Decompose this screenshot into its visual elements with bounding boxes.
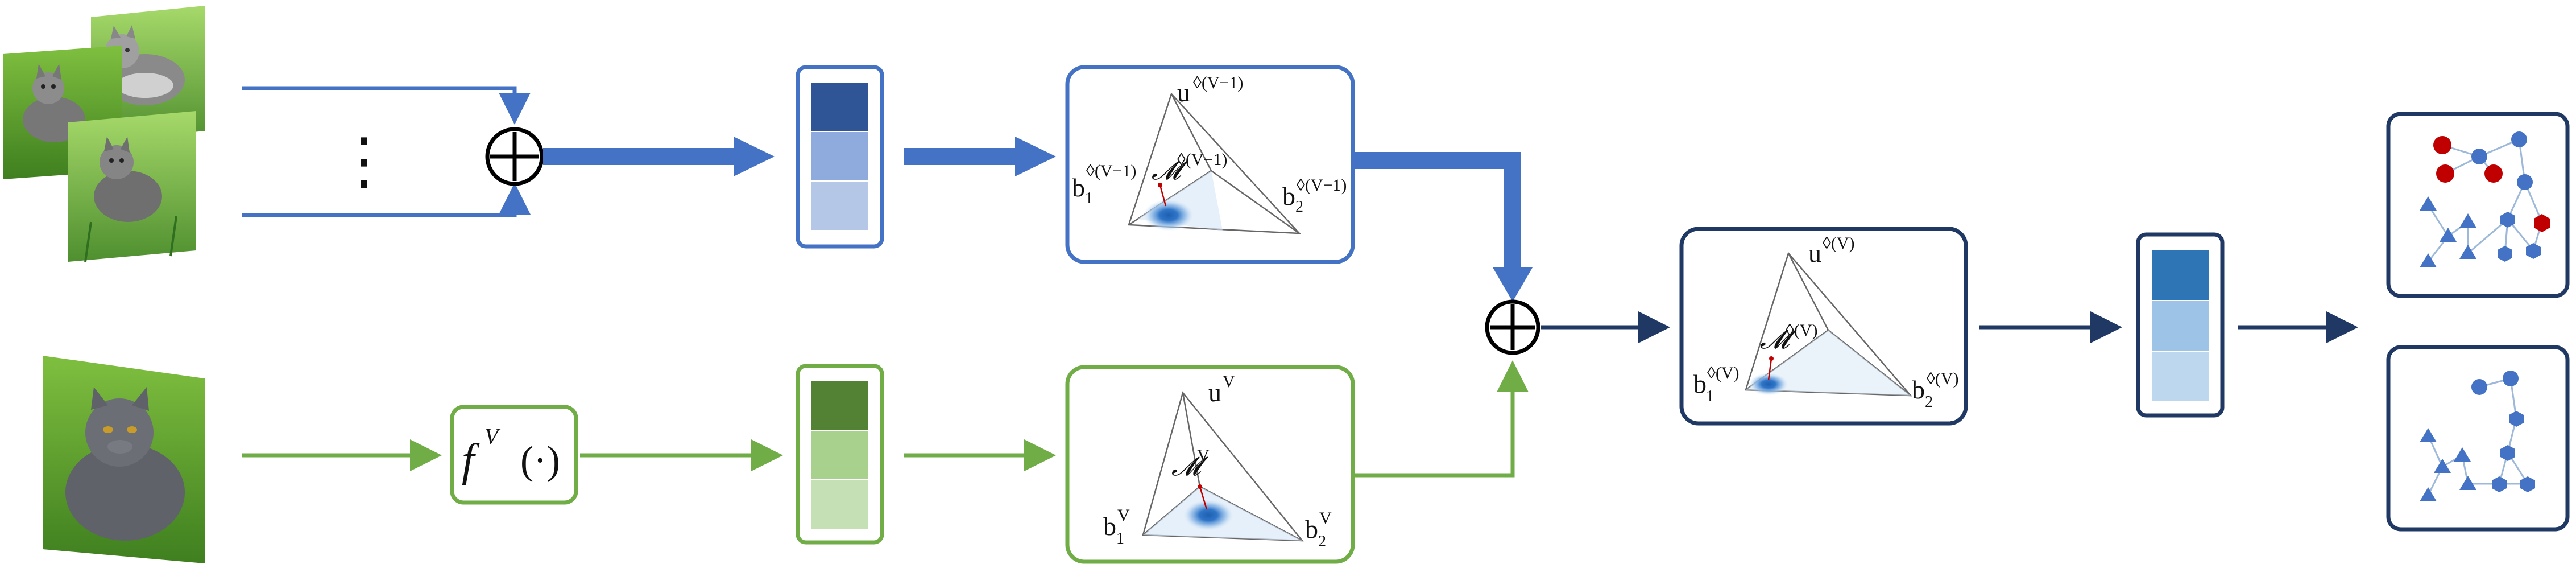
top-arrow-to-fusion — [1353, 152, 1521, 267]
bottom-left-label: b — [1103, 512, 1116, 541]
cat-image-front — [68, 111, 196, 262]
top-simplex-panel: u ◊(V−1) b 1 ◊(V−1) b 2 ◊(V−1) 𝓜 ◊(V−1) — [1065, 65, 1355, 264]
fused-vector-cell-1 — [2152, 250, 2209, 300]
multi-view-image-stack — [3, 6, 205, 262]
function-argument: (·) — [520, 439, 560, 483]
fused-feature-vector — [2136, 232, 2225, 418]
top-right-label: b — [1282, 182, 1295, 211]
output-graph-top — [2386, 112, 2570, 298]
fused-vector-cell-3 — [2152, 352, 2209, 401]
top-sum-operator — [485, 127, 544, 186]
fused-right-sup: ◊(V) — [1927, 369, 1958, 388]
function-superscript: V — [484, 423, 501, 449]
function-box: f V (·) — [450, 405, 578, 505]
bottom-left-sub: 1 — [1116, 530, 1124, 548]
top-vector-cell-3 — [811, 182, 868, 230]
fused-center-sup: ◊(V) — [1786, 321, 1817, 340]
fused-right-label: b — [1912, 375, 1925, 404]
fused-right-sub: 2 — [1925, 393, 1933, 411]
output-graph-bottom — [2386, 345, 2570, 532]
fused-simplex-panel: u ◊(V) b 1 ◊(V) b 2 ◊(V) 𝓜 ◊(V) — [1679, 227, 1968, 426]
bottom-left-sup: V — [1117, 506, 1130, 525]
bottom-right-label: b — [1305, 515, 1318, 544]
top-center-sup: ◊(V−1) — [1177, 150, 1227, 169]
fused-apex-sup: ◊(V) — [1823, 234, 1854, 253]
single-view-image — [43, 356, 205, 563]
top-apex-label: u — [1177, 78, 1190, 107]
top-apex-sup: ◊(V−1) — [1193, 73, 1243, 92]
bottom-apex-sup: V — [1223, 372, 1235, 391]
top-vector-cell-1 — [811, 83, 868, 131]
fused-left-sub: 1 — [1706, 388, 1714, 405]
bottom-apex-label: u — [1208, 378, 1221, 407]
fused-vector-cell-2 — [2152, 301, 2209, 351]
bottom-vector-cell-3 — [811, 480, 868, 529]
fused-apex-label: u — [1808, 238, 1821, 267]
bottom-center-sup: V — [1197, 446, 1210, 465]
fused-left-sup: ◊(V) — [1707, 364, 1739, 382]
top-vector-cell-2 — [811, 132, 868, 180]
top-left-label: b — [1072, 173, 1085, 202]
top-input-line-lower — [242, 183, 531, 217]
bottom-simplex-panel: u V b 1 V b 2 V 𝓜 V — [1065, 365, 1355, 564]
vertical-ellipsis: ⋮ — [333, 124, 395, 197]
bottom-arrow-to-fusion — [1353, 360, 1529, 478]
top-left-sub: 1 — [1085, 190, 1093, 207]
fusion-sum-operator — [1485, 299, 1540, 355]
bottom-right-sup: V — [1319, 509, 1332, 528]
bottom-branch: f V (·) u V b 1 V b 2 — [242, 360, 1529, 564]
fused-left-label: b — [1693, 369, 1707, 398]
bottom-vector-cell-2 — [811, 431, 868, 479]
bottom-right-sub: 2 — [1318, 533, 1326, 550]
bottom-feature-vector — [796, 364, 884, 545]
top-right-sub: 2 — [1295, 198, 1303, 216]
top-input-line-upper — [242, 86, 531, 125]
top-left-sup: ◊(V−1) — [1086, 162, 1136, 180]
top-branch: ⋮ u — [242, 65, 1533, 302]
bottom-vector-cell-1 — [811, 381, 868, 430]
top-right-sup: ◊(V−1) — [1297, 176, 1347, 195]
top-feature-vector — [796, 65, 884, 249]
